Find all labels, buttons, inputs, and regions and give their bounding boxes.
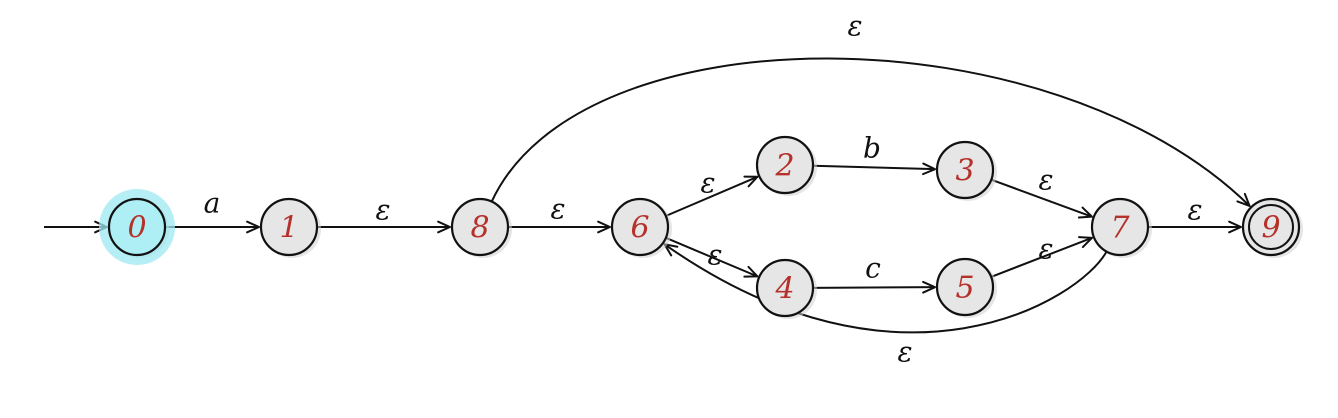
transition-label: a <box>204 187 221 220</box>
transition-6-4 <box>665 236 759 278</box>
transition-label: ε <box>897 336 912 369</box>
state-label: 4 <box>774 272 794 307</box>
transition-6-2 <box>665 175 759 217</box>
state-2: 2 <box>755 135 817 196</box>
state-5: 5 <box>935 257 997 318</box>
transition-arrowhead <box>1078 236 1094 249</box>
transition-label: ε <box>1187 194 1202 227</box>
state-label: 8 <box>470 211 489 246</box>
state-circle <box>755 258 815 318</box>
edge-labels-layer: a ε ε ε ε b c ε ε ε ε ε <box>204 10 1203 369</box>
state-1: 1 <box>259 197 321 258</box>
state-label: 7 <box>1110 211 1130 246</box>
transition-line <box>990 178 1093 218</box>
transition-0-1 <box>165 220 260 234</box>
state-circle <box>1241 197 1301 257</box>
transition-label: b <box>863 132 881 165</box>
accept-inner-ring <box>1248 204 1294 250</box>
transition-arrowhead <box>597 220 611 234</box>
state-4: 4 <box>755 258 817 319</box>
state-label: 6 <box>630 211 649 246</box>
state-circle <box>935 140 995 200</box>
state-circle <box>755 135 815 195</box>
state-circle <box>610 197 670 257</box>
start-arrow <box>44 220 108 234</box>
states-layer: 0 1 8 6 2 4 3 5 7 9 <box>99 135 1303 319</box>
transitions-layer <box>44 57 1251 334</box>
state-circle <box>107 197 167 257</box>
state-label: 3 <box>955 154 974 189</box>
transition-arrowhead <box>1228 220 1242 234</box>
transition-line <box>812 286 936 289</box>
transition-8-9 <box>490 57 1251 207</box>
transition-arrowhead <box>921 162 937 176</box>
transition-line <box>990 236 1093 278</box>
transition-arrowhead <box>743 175 759 188</box>
transition-label: ε <box>1038 164 1053 197</box>
state-6: 6 <box>610 197 672 258</box>
transition-2-3 <box>812 162 937 176</box>
state-label: 0 <box>127 211 146 246</box>
transition-arrowhead <box>1236 192 1251 207</box>
state-circle <box>259 197 319 257</box>
state-7: 7 <box>1090 197 1152 258</box>
state-3: 3 <box>935 140 997 201</box>
state-label: 1 <box>279 211 298 246</box>
transition-label: ε <box>847 10 862 43</box>
transition-arrowhead <box>922 280 936 294</box>
transition-label: ε <box>375 194 390 227</box>
transition-1-8 <box>317 220 451 234</box>
transition-line <box>665 236 758 278</box>
transition-arrowhead <box>437 220 451 234</box>
transition-line <box>665 175 758 217</box>
transition-7-9 <box>1148 220 1242 234</box>
transition-arrowhead <box>1077 206 1093 219</box>
state-label: 2 <box>774 149 794 184</box>
state-circle <box>1090 197 1150 257</box>
transition-4-5 <box>812 280 936 294</box>
state-label: 5 <box>955 271 974 306</box>
transition-3-7 <box>990 178 1093 219</box>
state-9: 9 <box>1241 197 1303 258</box>
transition-arrowhead <box>743 265 759 278</box>
transition-5-7 <box>990 236 1094 278</box>
transition-label: c <box>865 252 881 285</box>
state-circle <box>450 197 510 257</box>
state-8: 8 <box>450 197 512 258</box>
transition-8-6 <box>508 220 611 234</box>
transition-label: ε <box>700 167 715 200</box>
transition-line <box>812 164 936 171</box>
state-0: 0 <box>99 189 175 265</box>
transition-label: ε <box>1038 233 1053 266</box>
transition-label: ε <box>707 239 722 272</box>
transition-label: ε <box>550 193 565 226</box>
state-circle <box>935 257 995 317</box>
state-label: 9 <box>1261 211 1280 246</box>
transition-arrowhead <box>246 220 260 234</box>
transition-line <box>490 57 1251 207</box>
